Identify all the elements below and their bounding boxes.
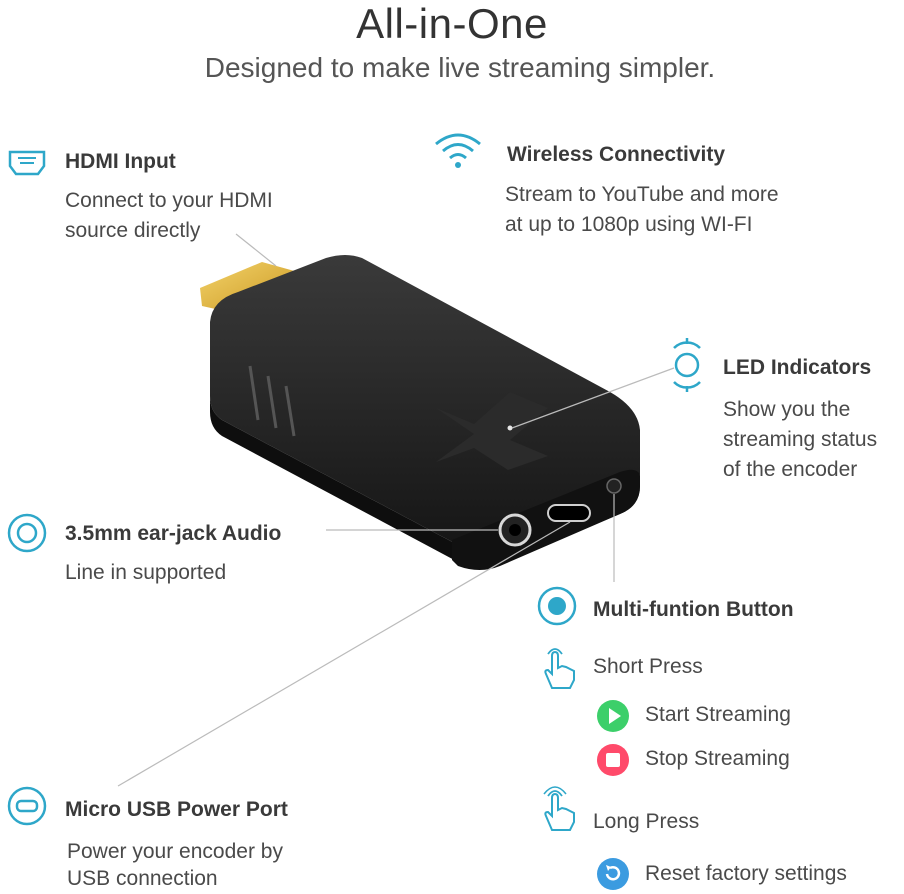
audio-desc-1: Line in supported — [65, 561, 227, 584]
hdmi-input-title: HDMI Input — [65, 150, 176, 173]
reset-factory-settings-label: Reset factory settings — [645, 862, 847, 885]
wireless-desc-1: Stream to YouTube and more — [505, 183, 779, 206]
reset-icon — [595, 856, 631, 892]
record-button-icon — [536, 585, 578, 627]
wifi-icon — [432, 128, 484, 170]
hdmi-input-desc-2: source directly — [65, 219, 201, 242]
led-desc-3: of the encoder — [723, 458, 858, 481]
micro-usb-desc-1: Power your encoder by — [67, 840, 283, 863]
stop-streaming-label: Stop Streaming — [645, 747, 790, 770]
micro-usb-icon — [6, 785, 48, 827]
tap-hand-icon — [538, 644, 580, 692]
led-desc-1: Show you the — [723, 398, 851, 421]
led-indicators-title: LED Indicators — [723, 356, 872, 379]
long-press-label: Long Press — [593, 810, 700, 833]
hdmi-port-icon — [6, 142, 48, 180]
multi-function-button-title: Multi-funtion Button — [593, 598, 794, 621]
device-logo-shape — [436, 392, 548, 470]
hdmi-input-desc-1: Connect to your HDMI — [65, 189, 273, 212]
device-body-top — [210, 255, 640, 552]
led-indicator-icon — [664, 336, 710, 394]
page-title: All-in-One — [356, 0, 548, 47]
page-subtitle: Designed to make live streaming simpler. — [204, 52, 716, 83]
wireless-title: Wireless Connectivity — [507, 143, 726, 166]
long-press-hand-icon — [538, 784, 580, 834]
audio-jack-icon — [6, 512, 48, 554]
micro-usb-desc-2: USB connection — [67, 867, 218, 890]
stop-icon — [595, 742, 631, 778]
start-streaming-label: Start Streaming — [645, 703, 791, 726]
led-desc-2: streaming status — [723, 428, 878, 451]
micro-usb-title: Micro USB Power Port — [65, 798, 288, 821]
audio-title: 3.5mm ear-jack Audio — [65, 522, 282, 545]
play-icon — [595, 698, 631, 734]
short-press-label: Short Press — [593, 655, 703, 678]
wireless-desc-2: at up to 1080p using WI-FI — [505, 213, 753, 236]
